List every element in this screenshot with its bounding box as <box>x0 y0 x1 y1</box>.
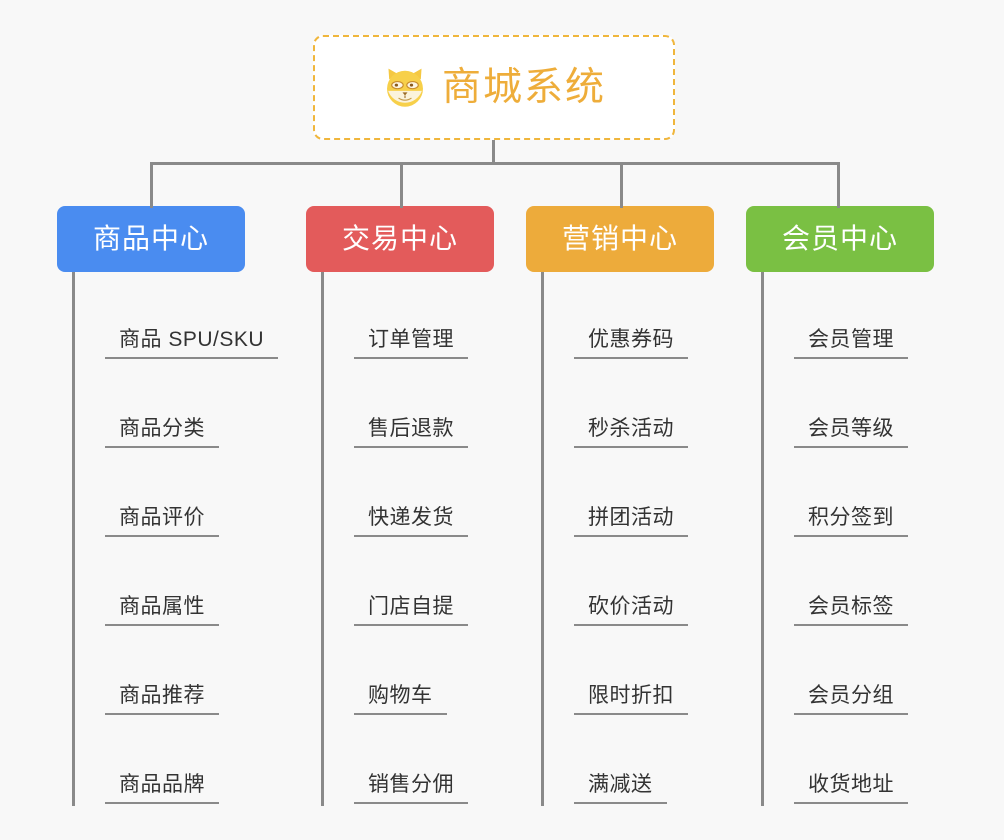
category-box-1[interactable]: 商品中心 <box>57 206 245 272</box>
leaf-label: 商品属性 <box>119 594 205 618</box>
leaf-label: 满减送 <box>588 772 653 796</box>
root-node[interactable]: 商城系统 <box>313 35 675 140</box>
leaf-label: 购物车 <box>368 683 433 707</box>
list-item[interactable]: 优惠券码 <box>541 272 688 361</box>
leaf-label: 优惠券码 <box>588 327 674 351</box>
list-item[interactable]: 快递发货 <box>321 450 468 539</box>
leaf-label: 秒杀活动 <box>588 416 674 440</box>
leaf-label: 订单管理 <box>368 327 454 351</box>
list-item[interactable]: 商品 SPU/SKU <box>72 272 279 361</box>
category-label-2: 交易中心 <box>341 223 458 254</box>
leaf-label: 会员等级 <box>808 416 894 440</box>
list-item[interactable]: 商品评价 <box>72 450 219 539</box>
connector-drop-1 <box>150 162 153 208</box>
branch-column-3: 营销中心 优惠券码 秒杀活动 拼团活动 砍价活动 限时折扣 满减送 <box>526 206 756 806</box>
leaf-label: 门店自提 <box>368 594 454 618</box>
root-title: 商城系统 <box>441 66 606 109</box>
leaf-label: 会员分组 <box>808 683 894 707</box>
branch-column-4: 会员中心 会员管理 会员等级 积分签到 会员标签 会员分组 收货地址 <box>746 206 976 806</box>
list-item[interactable]: 会员管理 <box>761 272 908 361</box>
leaf-label: 积分签到 <box>808 505 894 529</box>
list-item[interactable]: 拼团活动 <box>541 450 688 539</box>
branch-spine-2 <box>321 272 324 806</box>
leaf-label: 快递发货 <box>368 505 454 529</box>
list-item[interactable]: 限时折扣 <box>541 628 688 717</box>
leaf-label: 限时折扣 <box>588 683 674 707</box>
list-item[interactable]: 商品推荐 <box>72 628 219 717</box>
category-label-1: 商品中心 <box>92 223 209 254</box>
connector-root-vertical <box>492 140 495 164</box>
connector-drop-4 <box>837 162 840 208</box>
leaf-label: 商品评价 <box>119 505 205 529</box>
list-item[interactable]: 积分签到 <box>761 450 908 539</box>
list-item[interactable]: 会员等级 <box>761 361 908 450</box>
branch-spine-3 <box>541 272 544 806</box>
list-item[interactable]: 销售分佣 <box>321 717 468 806</box>
leaf-label: 砍价活动 <box>588 594 674 618</box>
branch-column-1: 商品中心 商品 SPU/SKU 商品分类 商品评价 商品属性 商品推荐 商品品牌 <box>57 206 287 806</box>
list-item[interactable]: 订单管理 <box>321 272 468 361</box>
list-item[interactable]: 秒杀活动 <box>541 361 688 450</box>
leaf-label: 商品品牌 <box>119 772 205 796</box>
list-item[interactable]: 会员分组 <box>761 628 908 717</box>
category-label-4: 会员中心 <box>781 223 898 254</box>
list-item[interactable]: 门店自提 <box>321 539 468 628</box>
leaf-label: 销售分佣 <box>368 772 454 796</box>
list-item[interactable]: 砍价活动 <box>541 539 688 628</box>
leaf-label: 商品分类 <box>119 416 205 440</box>
list-item[interactable]: 商品品牌 <box>72 717 219 806</box>
connector-drop-3 <box>620 162 623 208</box>
list-item[interactable]: 商品属性 <box>72 539 219 628</box>
shiba-dog-face-icon <box>387 68 423 107</box>
leaf-label: 商品推荐 <box>119 683 205 707</box>
leaf-label: 售后退款 <box>368 416 454 440</box>
leaf-label: 会员管理 <box>808 327 894 351</box>
list-item[interactable]: 购物车 <box>321 628 447 717</box>
leaf-label: 商品 SPU/SKU <box>119 327 265 351</box>
branch-spine-1 <box>72 272 75 806</box>
category-box-3[interactable]: 营销中心 <box>526 206 714 272</box>
category-label-3: 营销中心 <box>561 223 678 254</box>
connector-horizontal-bus <box>150 162 840 165</box>
leaf-label: 会员标签 <box>808 594 894 618</box>
list-item[interactable]: 收货地址 <box>761 717 908 806</box>
connector-drop-2 <box>400 162 403 208</box>
list-item[interactable]: 售后退款 <box>321 361 468 450</box>
list-item[interactable]: 会员标签 <box>761 539 908 628</box>
branch-column-2: 交易中心 订单管理 售后退款 快递发货 门店自提 购物车 销售分佣 <box>306 206 536 806</box>
list-item[interactable]: 满减送 <box>541 717 667 806</box>
category-box-4[interactable]: 会员中心 <box>746 206 934 272</box>
list-item[interactable]: 商品分类 <box>72 361 219 450</box>
category-box-2[interactable]: 交易中心 <box>306 206 494 272</box>
branch-spine-4 <box>761 272 764 806</box>
leaf-label: 拼团活动 <box>588 505 674 529</box>
leaf-label: 收货地址 <box>808 772 894 796</box>
